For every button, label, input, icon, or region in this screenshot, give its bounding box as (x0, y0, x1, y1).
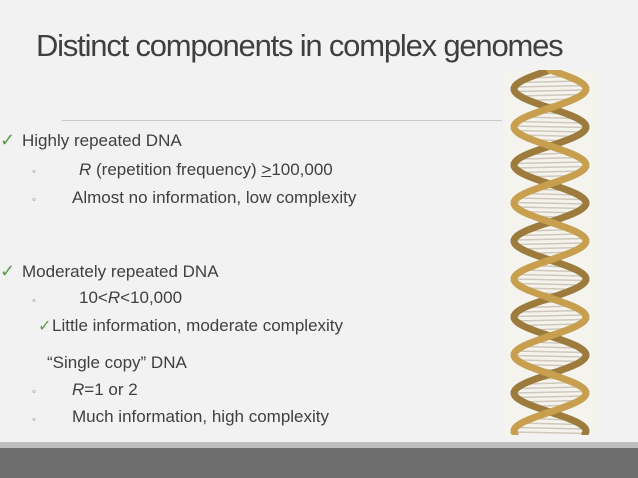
bullet-high-complexity: Much information, high complexity (72, 407, 330, 426)
dna-base-pair (514, 237, 586, 241)
heading-single-copy: “Single copy” DNA (47, 353, 187, 372)
circle-bullet-icon: ◦ (32, 386, 36, 398)
dna-base-pair (515, 129, 585, 133)
dna-base-pair (519, 309, 581, 313)
dna-base-pair (517, 120, 583, 124)
title-divider (62, 120, 502, 121)
dna-base-pair (521, 80, 579, 84)
dna-base-pair (514, 354, 586, 358)
dna-base-pair (515, 426, 585, 430)
dna-strand (510, 70, 590, 435)
dna-base-pair (519, 246, 581, 250)
dna-base-pair (514, 431, 586, 435)
dna-base-pair (522, 345, 578, 349)
dna-base-pair (518, 170, 582, 174)
heading-highly-repeated: ✓ Highly repeated DNA (0, 130, 182, 151)
dna-base-pair (521, 422, 579, 426)
dna-base-pair (514, 314, 586, 318)
circle-bullet-icon: ◦ (32, 414, 36, 426)
heading-text: Highly repeated DNA (22, 131, 182, 150)
check-mark-icon: ✓ (0, 130, 16, 150)
dna-base-pair (515, 84, 585, 88)
dna-base-pair (515, 350, 585, 354)
dna-base-pair (514, 125, 586, 129)
dna-base-pair (515, 161, 585, 165)
dna-base-pair (516, 273, 584, 277)
dna-helix-image (503, 70, 598, 435)
bullet-low-complexity: Almost no information, low complexity (72, 188, 357, 207)
check-mark-icon: ✓ (38, 318, 52, 335)
dna-base-pair (515, 395, 585, 399)
dna-base-pair (517, 197, 583, 201)
bullet-r-range: 10<R<10,000 (79, 288, 183, 307)
check-mark-icon: ✓ (0, 261, 16, 281)
dna-base-pair (520, 156, 580, 160)
footer-band (0, 448, 638, 478)
bullet-repetition-frequency: R (repetition frequency) >100,000 (79, 160, 333, 179)
circle-bullet-icon: ◦ (32, 194, 36, 206)
dna-base-pair (514, 165, 586, 169)
dna-base-pair (514, 390, 586, 394)
dna-base-pair (515, 206, 585, 210)
footer-band-light (0, 442, 638, 448)
dna-base-pair (517, 93, 583, 97)
dna-base-pair (524, 192, 576, 196)
dna-base-pair (519, 233, 581, 237)
dna-base-pair (514, 89, 586, 93)
dna-base-pair (514, 242, 586, 246)
dna-base-pair (518, 386, 582, 390)
dna-base-pair (517, 359, 583, 363)
dna-base-pair (523, 269, 577, 273)
dna-base-pair (514, 318, 586, 322)
circle-bullet-icon: ◦ (32, 166, 36, 178)
bullet-moderate-complexity: ✓Little information, moderate complexity (38, 316, 344, 335)
heading-text: Moderately repeated DNA (22, 262, 219, 281)
dna-base-pair (516, 282, 584, 286)
circle-bullet-icon: ◦ (32, 295, 36, 307)
dna-base-pair (514, 201, 586, 205)
dna-base-pair (513, 278, 587, 282)
bullet-r-value: R=1 or 2 (72, 380, 138, 399)
heading-moderately-repeated: ✓ Moderately repeated DNA (0, 261, 219, 282)
slide-title: Distinct components in complex genomes (36, 28, 564, 63)
